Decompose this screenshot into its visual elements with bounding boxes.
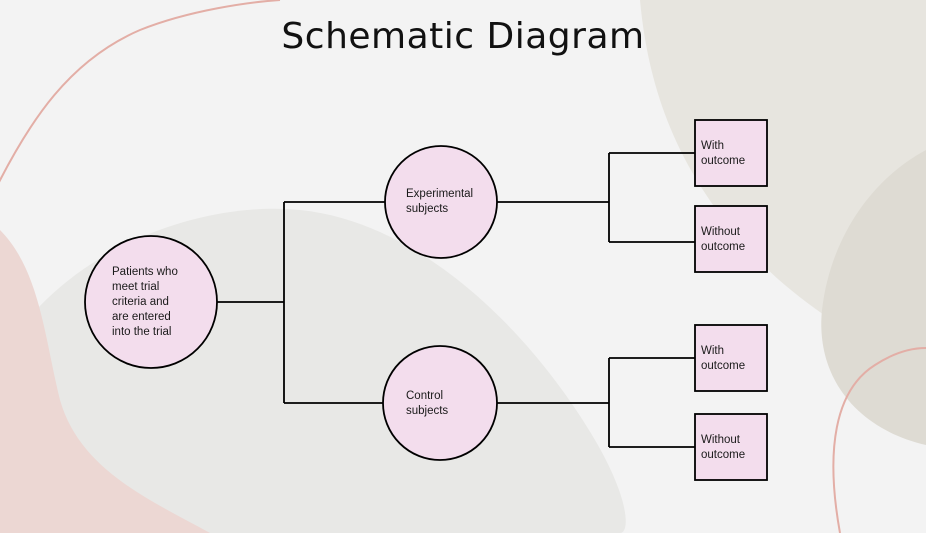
accent-curve-top [0, 0, 281, 183]
exp-with-outcome-box [694, 119, 768, 187]
background-blob-pink [0, 230, 210, 533]
ctrl-with-outcome-box [694, 324, 768, 392]
experimental-node-label: Experimental subjects [406, 188, 474, 215]
accent-curve-right [832, 347, 926, 533]
background-blob-right [821, 150, 926, 445]
ctrl-without-outcome-label: Without outcome [701, 434, 746, 461]
ctrl-with-outcome-label: With outcome [701, 345, 746, 372]
exp-without-outcome-label: Without outcome [701, 226, 746, 253]
experimental-node-circle [384, 145, 498, 259]
ctrl-without-outcome-box [694, 413, 768, 481]
connector-lines [217, 152, 695, 448]
page-title: Schematic Diagram [281, 16, 645, 57]
root-node-label: Patients who meet trial criteria and are… [112, 266, 178, 338]
control-node-label: Control subjects [406, 390, 449, 417]
exp-with-outcome-label: With outcome [701, 140, 746, 167]
control-node-circle [382, 345, 498, 461]
exp-without-outcome-box [694, 205, 768, 273]
root-node-circle [84, 235, 218, 369]
